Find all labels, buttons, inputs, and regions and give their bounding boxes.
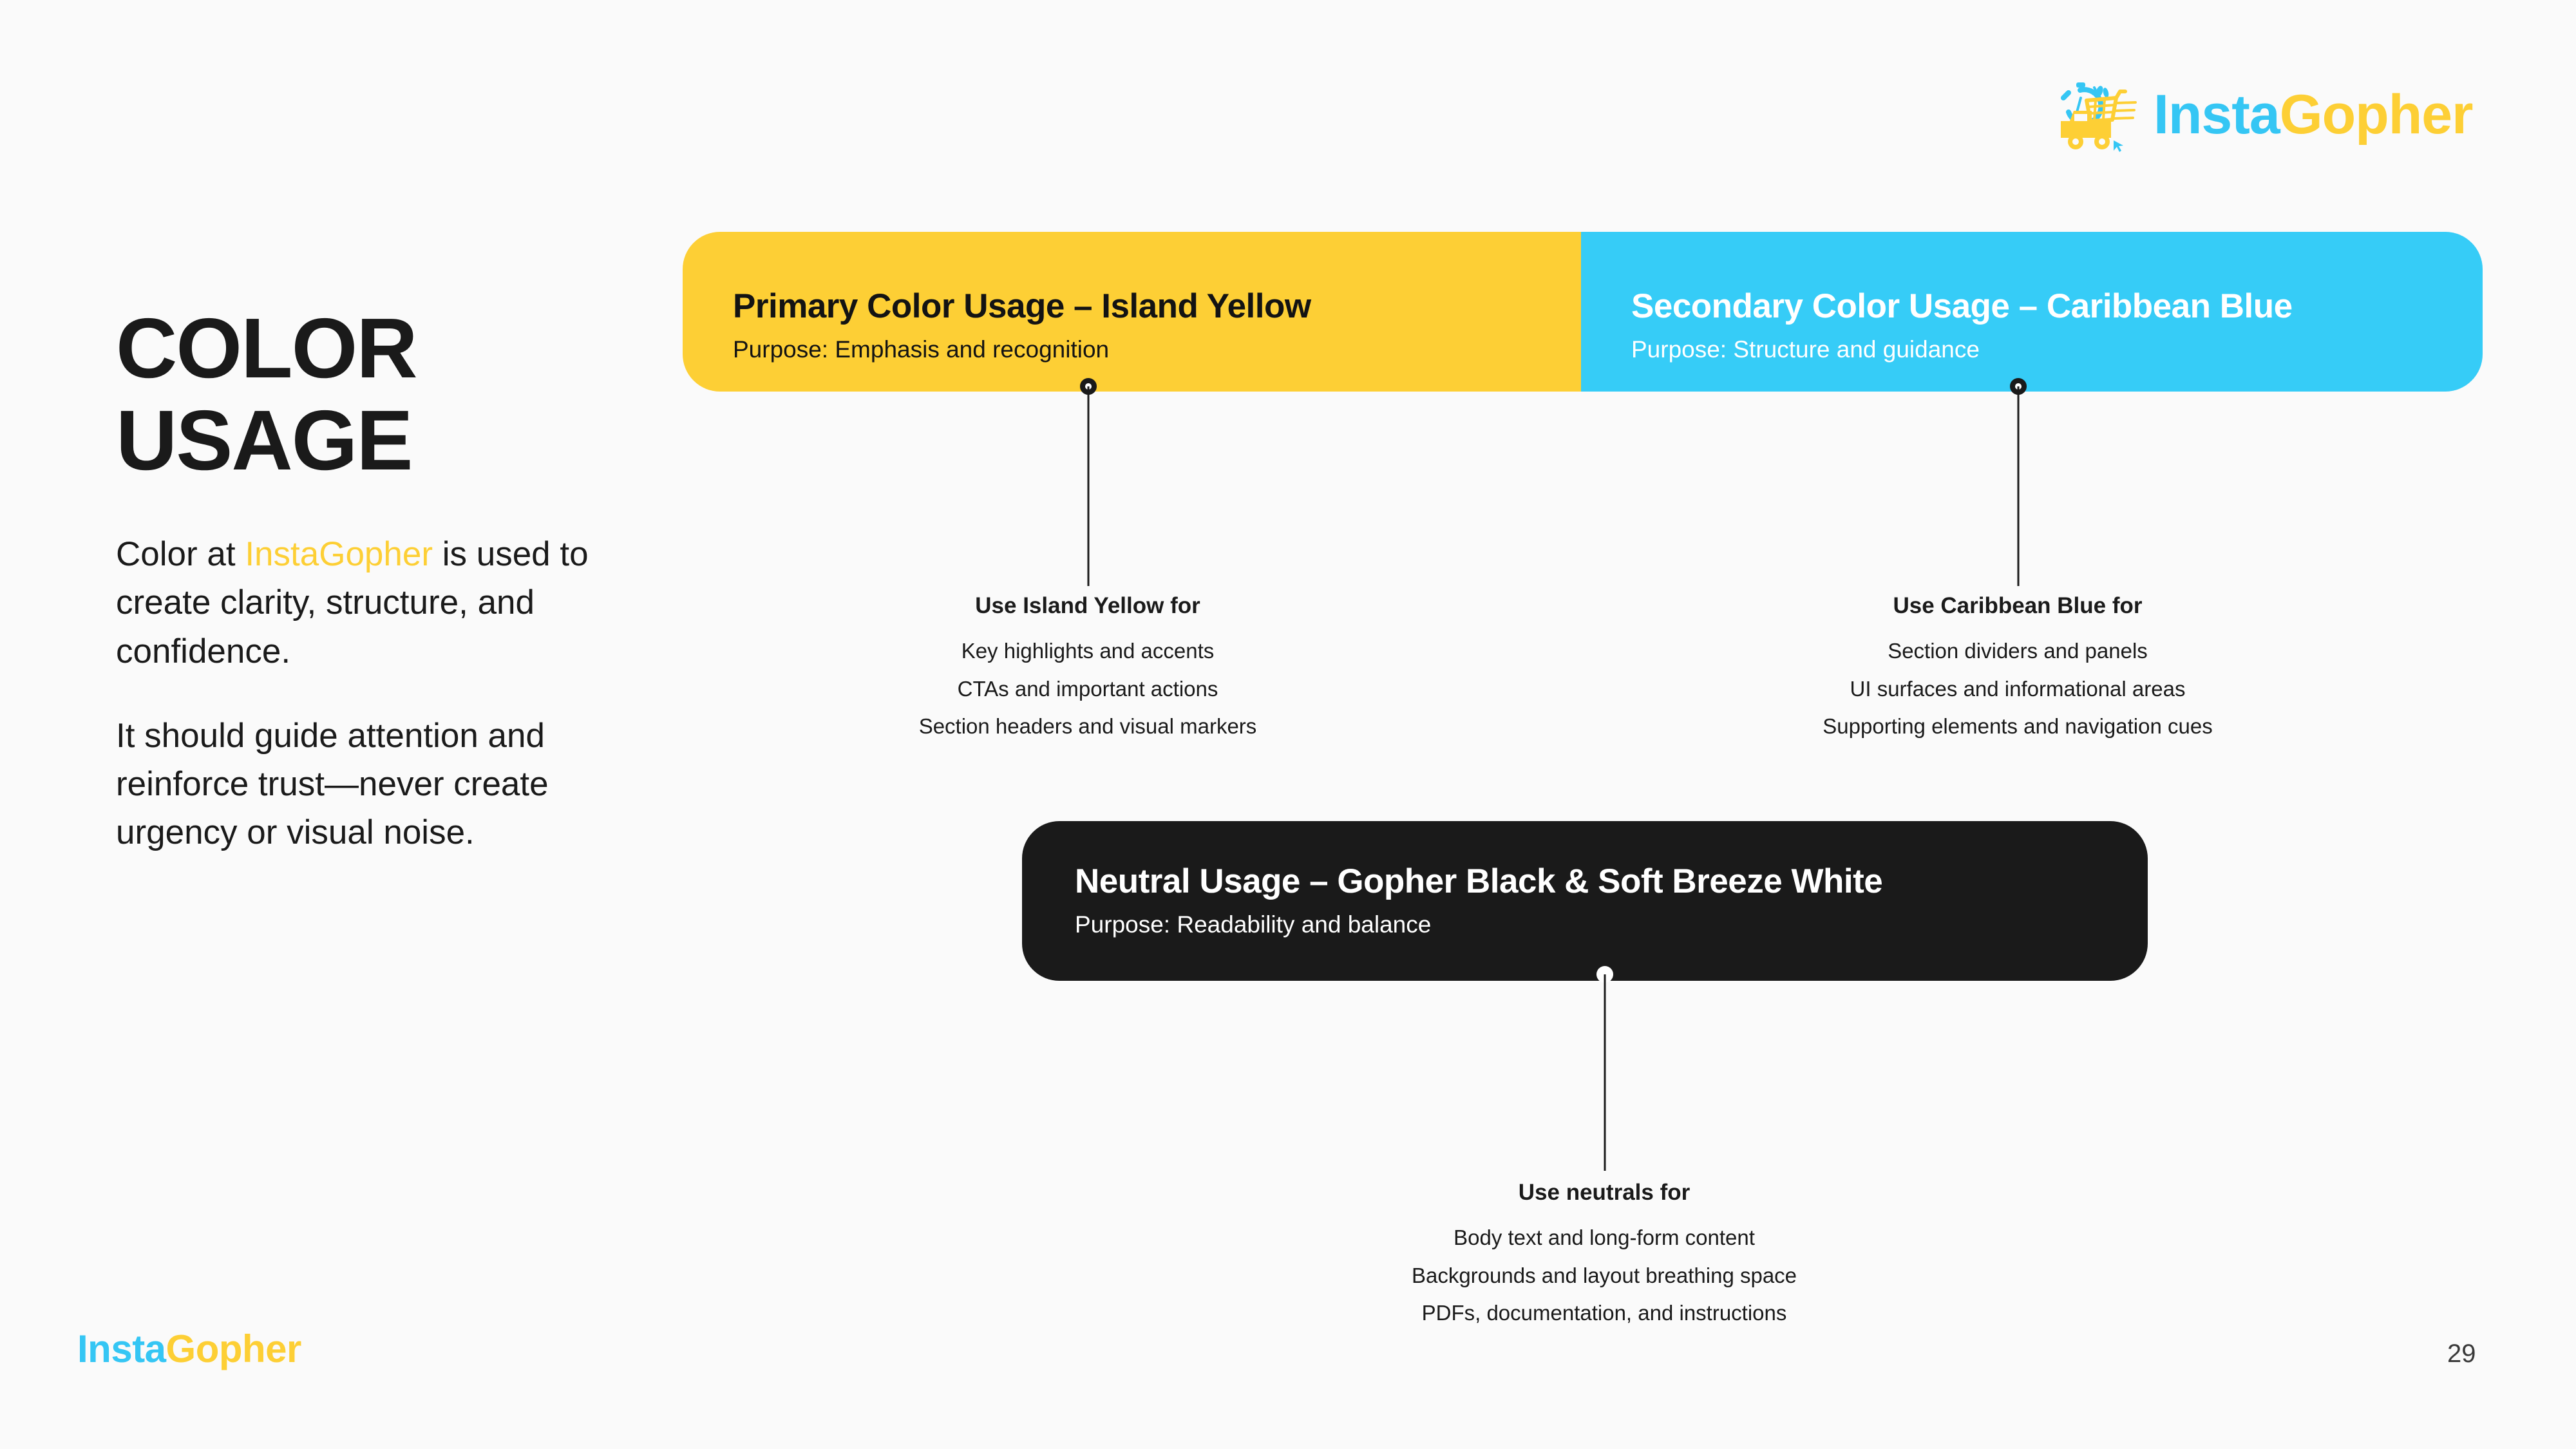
banner-primary-title: Primary Color Usage – Island Yellow [733, 287, 1311, 325]
paragraph1-post: is used to create clarity, structure, an… [116, 535, 589, 670]
banner-secondary-color-usage[interactable]: Secondary Color Usage – Caribbean Blue P… [1581, 232, 2483, 392]
callout-primary-line-1: Key highlights and accents [961, 639, 1215, 663]
page-title: COLOR USAGE [116, 301, 631, 488]
connector-stem-primary [1087, 386, 1090, 586]
callout-primary-line-2: CTAs and important actions [957, 676, 1218, 701]
callout-neutral: Use neutrals for Body text and long-form… [1412, 1179, 1797, 1332]
callout-neutral-line-3: PDFs, documentation, and instructions [1421, 1301, 1787, 1325]
page-number: 29 [2447, 1340, 2476, 1368]
callout-primary-heading: Use Island Yellow for [975, 593, 1200, 618]
banner-primary-color-usage[interactable]: Primary Color Usage – Island Yellow Purp… [683, 232, 1581, 392]
footer-logo-text-insta: Insta [77, 1327, 166, 1370]
banner-secondary-title: Secondary Color Usage – Caribbean Blue [1631, 287, 2293, 325]
page-title-line-1: COLOR [116, 301, 418, 395]
banner-neutral-usage[interactable]: Neutral Usage – Gopher Black & Soft Bree… [1022, 821, 2148, 981]
callout-secondary-line-2: UI surfaces and informational areas [1850, 676, 2186, 701]
callout-neutral-line-1: Body text and long-form content [1454, 1226, 1755, 1249]
connector-stem-secondary [2017, 386, 2020, 586]
callout-primary-line-3: Section headers and visual markers [918, 714, 1257, 739]
banner-primary-subtitle: Purpose: Emphasis and recognition [733, 336, 1110, 363]
footer-logo-text-gopher: Gopher [166, 1327, 302, 1370]
callout-secondary-line-3: Supporting elements and navigation cues [1823, 714, 2213, 739]
logo-text-insta: Insta [2154, 84, 2280, 146]
callout-secondary-heading: Use Caribbean Blue for [1893, 593, 2143, 618]
callout-primary: Use Island Yellow for Key highlights and… [919, 592, 1257, 746]
callout-secondary: Use Caribbean Blue for Section dividers … [1823, 592, 2212, 746]
left-column: COLOR USAGE Color at InstaGopher is used… [116, 301, 631, 857]
callout-neutral-line-2: Backgrounds and layout breathing space [1411, 1263, 1797, 1287]
paragraph1-brand: InstaGopher [245, 535, 433, 574]
connector-neutral [1596, 966, 1613, 1171]
callout-neutral-heading: Use neutrals for [1518, 1180, 1690, 1205]
connector-stem-neutral [1604, 974, 1606, 1171]
banner-neutral-subtitle: Purpose: Readability and balance [1075, 911, 1432, 938]
delivery-cart-timer-logo-icon [2061, 82, 2137, 152]
connector-secondary [2010, 378, 2027, 586]
banner-row: Primary Color Usage – Island Yellow Purp… [683, 232, 2483, 392]
callout-secondary-line-1: Section dividers and panels [1888, 639, 2148, 663]
logo-text-gopher: Gopher [2279, 84, 2474, 146]
banner-neutral-title: Neutral Usage – Gopher Black & Soft Bree… [1075, 862, 1883, 900]
left-paragraph-2: It should guide attention and reinforce … [116, 716, 549, 852]
banner-secondary-subtitle: Purpose: Structure and guidance [1631, 336, 1980, 363]
left-body-text: Color at InstaGopher is used to create c… [116, 530, 631, 857]
connector-primary [1080, 378, 1097, 586]
footer-logo: InstaGopher [77, 1330, 301, 1368]
left-paragraph-1: Color at InstaGopher is used to create c… [116, 530, 631, 676]
header-logo-wordmark: InstaGopher [2154, 87, 2474, 142]
header-logo: InstaGopher [2054, 76, 2474, 153]
paragraph1-pre: Color at [116, 535, 245, 574]
page-title-line-2: USAGE [116, 392, 413, 488]
